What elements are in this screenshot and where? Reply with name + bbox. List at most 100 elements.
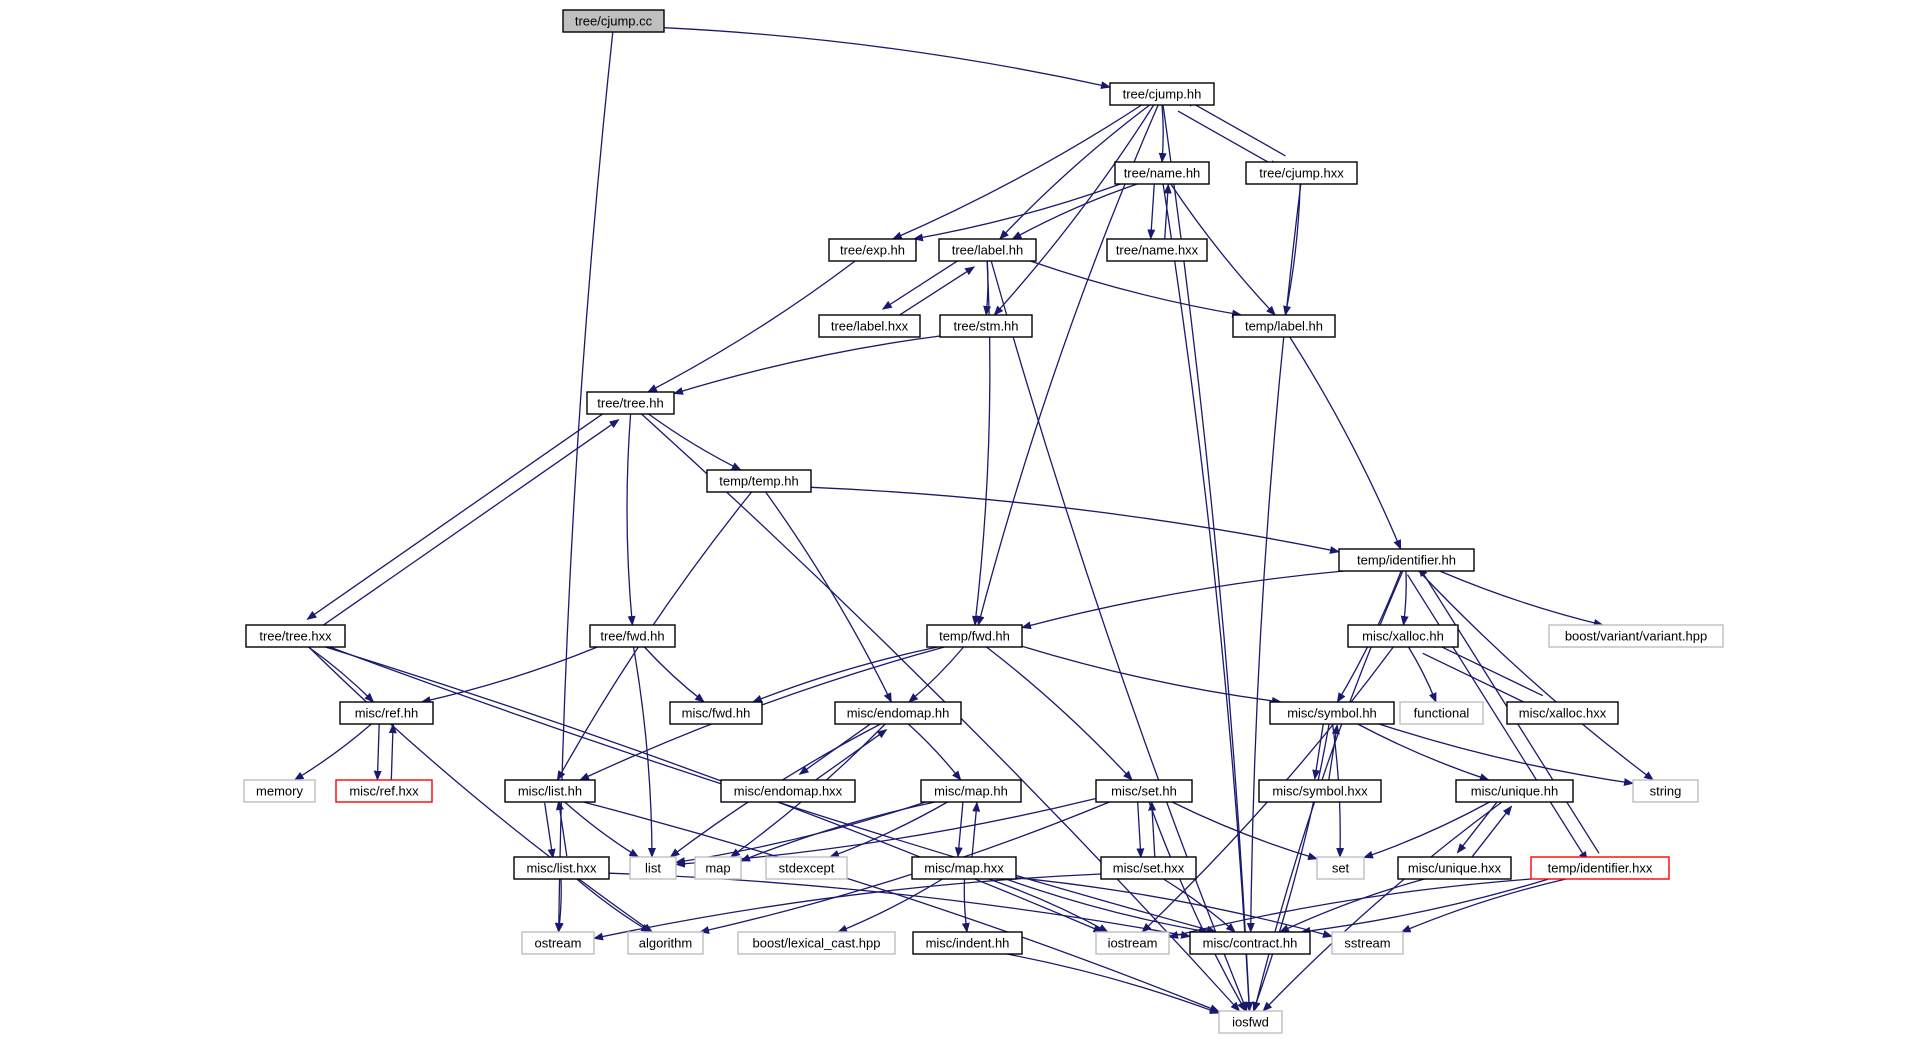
node-box: [939, 314, 1033, 338]
node-indent-hh[interactable]: misc/indent.hh: [912, 931, 1023, 955]
edge-label-hh-to-temp-label-hh: [1030, 260, 1243, 318]
node-box: [1397, 856, 1512, 880]
edge-temp-fwd-hh-to-symbol-hh: [1021, 645, 1282, 705]
node-cjump-hxx[interactable]: tree/cjump.hxx: [1245, 161, 1358, 185]
node-set-hh[interactable]: misc/set.hh: [1095, 779, 1193, 803]
edge-map-hxx-to-map-hh: [971, 801, 981, 858]
node-endomap-hh[interactable]: misc/endomap.hh: [834, 701, 962, 725]
node-box: [1506, 701, 1619, 725]
node-box: [1114, 161, 1210, 185]
node-label: misc/ref.hxx: [349, 784, 419, 799]
node-list: list: [629, 856, 677, 880]
node-label: misc/unique.hh: [1471, 784, 1558, 799]
edge-list-hxx-to-contract-hh: [608, 872, 1191, 939]
node-label: map: [705, 861, 730, 876]
edge-identifier-hh-to-string: [1418, 570, 1654, 781]
edge-temp-fwd-hh-to-endomap-hh: [908, 646, 965, 703]
node-label-hxx[interactable]: tree/label.hxx: [818, 314, 921, 338]
node-xalloc-hxx[interactable]: misc/xalloc.hxx: [1506, 701, 1619, 725]
node-identifier-hh[interactable]: temp/identifier.hh: [1338, 548, 1475, 572]
edge-unique-hxx-to-contract-hh: [1279, 878, 1425, 933]
node-list-hxx[interactable]: misc/list.hxx: [513, 856, 610, 880]
node-symbol-hxx[interactable]: misc/symbol.hxx: [1258, 779, 1382, 803]
edge-identifier-hh-to-identifier-hxx: [1406, 574, 1588, 862]
node-ref-hh[interactable]: misc/ref.hh: [339, 701, 434, 725]
node-box: [706, 469, 812, 493]
node-stdexcept: stdexcept: [765, 856, 848, 880]
node-temp-fwd-hh[interactable]: temp/fwd.hh: [926, 624, 1023, 648]
node-endomap-hxx[interactable]: misc/endomap.hxx: [720, 779, 856, 803]
node-misc-fwd-hh[interactable]: misc/fwd.hh: [669, 701, 763, 725]
node-list-hh[interactable]: misc/list.hh: [504, 779, 596, 803]
node-box: [1258, 779, 1382, 803]
node-box: [1548, 624, 1724, 648]
node-exp-hh[interactable]: tree/exp.hh: [828, 238, 917, 262]
edge-map-hxx-to-indent-hh: [961, 878, 970, 933]
edge-identifier-hh-to-temp-fwd-hh: [1021, 570, 1345, 630]
node-box: [1095, 931, 1170, 955]
node-boost-variant: boost/variant/variant.hpp: [1548, 624, 1724, 648]
edge-tree-hxx-to-iostream: [325, 646, 1104, 933]
node-temp-temp-hh[interactable]: temp/temp.hh: [706, 469, 812, 493]
edge-set-hxx-to-ostream: [593, 873, 1102, 941]
node-label: tree/label.hh: [952, 243, 1024, 258]
node-set-hxx[interactable]: misc/set.hxx: [1100, 856, 1197, 880]
edge-label-hh-to-label-hxx: [881, 254, 967, 310]
node-label: tree/exp.hh: [840, 243, 905, 258]
node-map-hh[interactable]: misc/map.hh: [920, 779, 1022, 803]
node-unique-hxx[interactable]: misc/unique.hxx: [1397, 856, 1512, 880]
edge-cjump-hxx-to-cjump-hh: [1184, 98, 1286, 157]
edge-ref-hh-to-memory: [293, 723, 372, 781]
node-stm-hh[interactable]: tree/stm.hh: [939, 314, 1033, 338]
node-label: set: [1332, 861, 1350, 876]
edge-symbol-hh-to-iosfwd: [1252, 723, 1330, 1012]
node-label: tree/name.hxx: [1116, 243, 1199, 258]
node-label: misc/list.hh: [518, 784, 582, 799]
node-box: [243, 779, 316, 803]
node-label: functional: [1414, 706, 1470, 721]
node-box: [1347, 624, 1459, 648]
edge-name-hh-to-iosfwd: [1162, 183, 1253, 1012]
edge-list-hxx-to-ostream: [555, 878, 564, 933]
node-set: set: [1316, 856, 1365, 880]
node-label: iosfwd: [1232, 1015, 1269, 1030]
node-tree-hh[interactable]: tree/tree.hh: [586, 391, 675, 415]
node-label: misc/symbol.hh: [1287, 706, 1377, 721]
node-symbol-hh[interactable]: misc/symbol.hh: [1269, 701, 1395, 725]
node-temp-label-hh[interactable]: temp/label.hh: [1232, 314, 1336, 338]
edge-temp-fwd-hh-to-misc-fwd-hh: [751, 646, 938, 703]
edge-label-hh-to-temp-fwd-hh: [971, 260, 991, 626]
node-box: [1269, 701, 1395, 725]
node-box: [1399, 701, 1484, 725]
node-contract-hh[interactable]: misc/contract.hh: [1189, 931, 1311, 955]
edge-list-hxx-to-algorithm: [576, 878, 652, 933]
edge-xalloc-hh-to-functional: [1407, 646, 1437, 703]
node-xalloc-hh[interactable]: misc/xalloc.hh: [1347, 624, 1459, 648]
node-box: [828, 238, 917, 262]
node-name-hh[interactable]: tree/name.hh: [1114, 161, 1210, 185]
node-unique-hh[interactable]: misc/unique.hh: [1455, 779, 1574, 803]
node-map-hxx[interactable]: misc/map.hxx: [911, 856, 1017, 880]
node-ref-hxx[interactable]: misc/ref.hxx: [335, 779, 433, 803]
edge-name-hh-to-exp-hh: [912, 183, 1121, 242]
node-label: misc/contract.hh: [1203, 936, 1298, 951]
node-name-hxx[interactable]: tree/name.hxx: [1106, 238, 1208, 262]
node-label: memory: [256, 784, 303, 799]
edge-name-hh-to-name-hxx: [1147, 183, 1156, 240]
node-box: [521, 931, 595, 955]
node-ostream: ostream: [521, 931, 595, 955]
node-cjump-hh[interactable]: tree/cjump.hh: [1109, 82, 1215, 106]
node-tree-fwd-hh[interactable]: tree/fwd.hh: [589, 624, 676, 648]
edge-identifier-hh-to-boost-variant: [1439, 570, 1604, 627]
node-box: [1232, 314, 1336, 338]
node-tree-hxx[interactable]: tree/tree.hxx: [245, 624, 346, 648]
edge-tree-hh-to-tree-fwd-hh: [626, 413, 636, 626]
node-label: stdexcept: [779, 861, 835, 876]
edge-tree-hxx-to-tree-hh: [314, 419, 620, 632]
node-label: temp/temp.hh: [719, 474, 799, 489]
node-identifier-hxx[interactable]: temp/identifier.hxx: [1530, 856, 1670, 880]
node-cjump-cc[interactable]: tree/cjump.cc: [562, 9, 665, 33]
edge-map-hxx-to-sstream: [1015, 877, 1333, 938]
node-label-hh[interactable]: tree/label.hh: [938, 238, 1037, 262]
